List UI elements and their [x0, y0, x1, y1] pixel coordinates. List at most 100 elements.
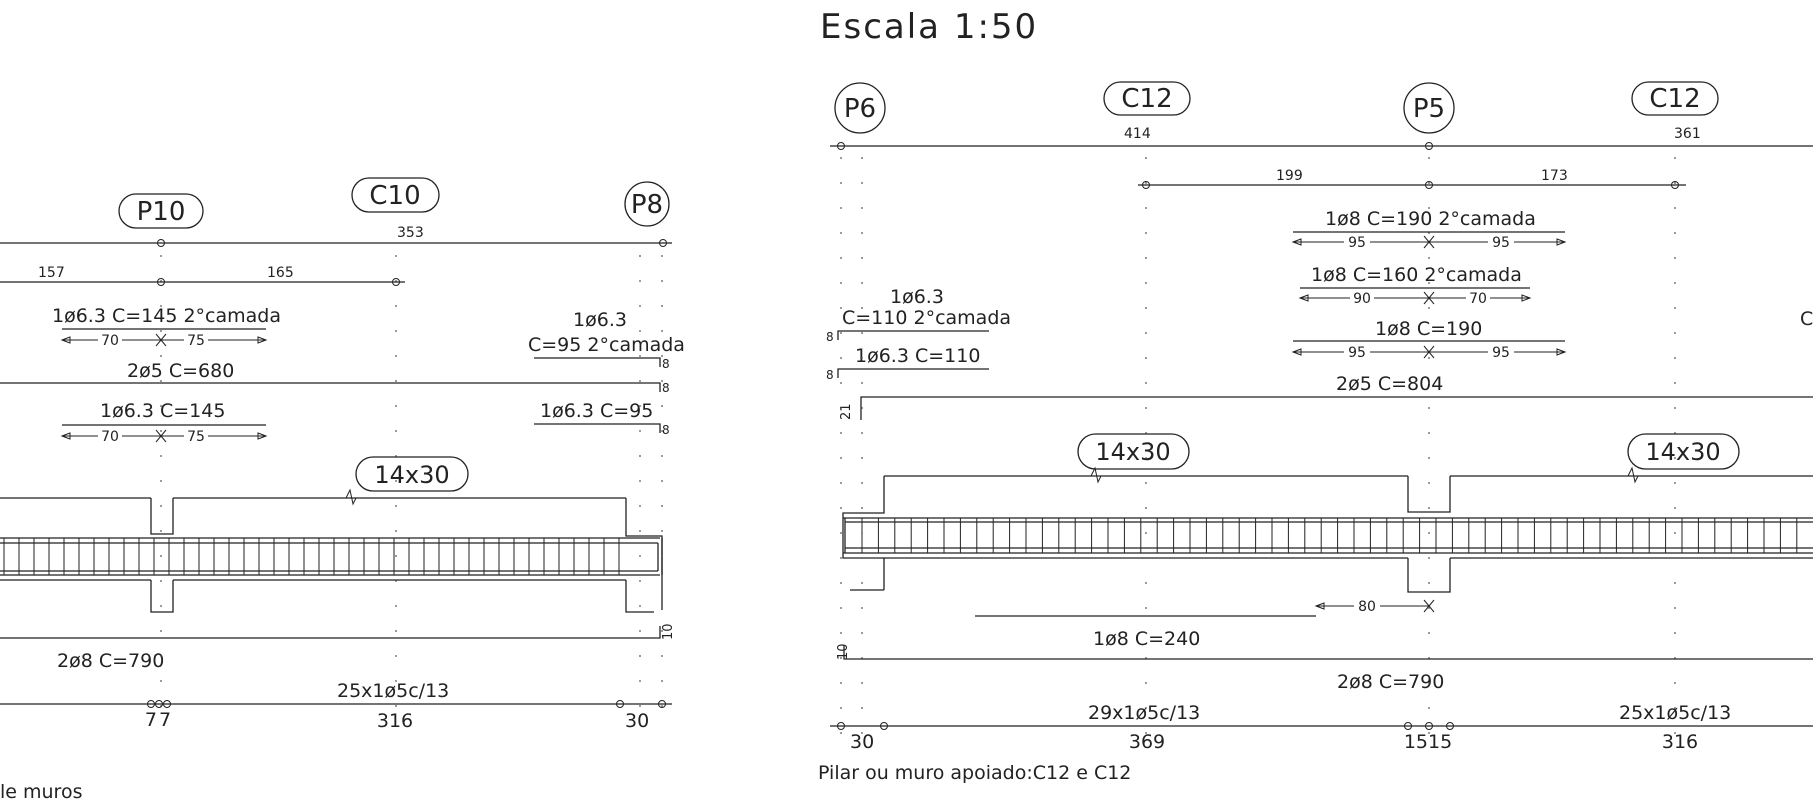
centerline-dot: [160, 655, 162, 657]
centerline-dot: [639, 255, 641, 257]
centerline-dot: [1674, 657, 1676, 659]
stirrups-end-30: 30: [850, 731, 874, 753]
support-label-c12a: C12: [1121, 84, 1172, 114]
centerline-dot: [840, 457, 842, 459]
centerline-dot: [1674, 232, 1676, 234]
centerline-dot: [1428, 157, 1430, 159]
centerline-dot: [395, 355, 397, 357]
centerline-dot: [840, 582, 842, 584]
centerline-dot: [1428, 507, 1430, 509]
centerline-dot: [1674, 482, 1676, 484]
centerline-dot: [1145, 232, 1147, 234]
centerline-dot: [160, 630, 162, 632]
centerline-dot: [1428, 632, 1430, 634]
centerline-dot: [840, 357, 842, 359]
centerline-dot: [840, 182, 842, 184]
support-callout-p5: [1403, 82, 1455, 134]
centerline-dot: [639, 680, 641, 682]
centerline-dot: [1674, 207, 1676, 209]
centerline-dot: [1674, 257, 1676, 259]
centerline-dot: [160, 305, 162, 307]
centerline-dot: [1145, 632, 1147, 634]
centerline-dot: [395, 380, 397, 382]
centerline-dot: [1674, 632, 1676, 634]
centerline-dot: [661, 630, 663, 632]
bar-label-rb8: 2ø8 C=790: [1337, 671, 1444, 693]
centerline-dot: [861, 257, 863, 259]
centerline-dot: [160, 580, 162, 582]
bar-label-rb5: 1ø6.3 C=110: [855, 345, 980, 367]
centerline-dot: [160, 455, 162, 457]
dim-165: 165: [267, 265, 294, 281]
hook-8-rb3: 8: [826, 330, 834, 344]
centerline-dot: [861, 432, 863, 434]
centerline-dot: [840, 407, 842, 409]
bar-b1-dims: [60, 333, 268, 347]
bar-label-rb3-bottom: C=110 2°camada: [842, 307, 1011, 329]
bar-label-rb3-top: 1ø6.3: [890, 286, 944, 308]
centerline-dot: [661, 330, 663, 332]
centerline-dot: [639, 430, 641, 432]
stirrups-span-a: 369: [1129, 731, 1165, 753]
section-label-b: 14x30: [1645, 438, 1720, 466]
centerline-dot: [160, 405, 162, 407]
centerline-dot: [1428, 382, 1430, 384]
centerline-dot: [1428, 657, 1430, 659]
bar-label-rb1: 1ø8 C=190 2°camada: [1325, 208, 1536, 230]
centerline-dot: [1145, 607, 1147, 609]
centerline-dot: [639, 455, 641, 457]
stirrups-end-15b: 15: [1428, 731, 1452, 753]
centerline-marks: [160, 157, 1676, 734]
centerline-dot: [861, 357, 863, 359]
stirrups-label-b: 25x1ø5c/13: [1619, 702, 1731, 724]
centerline-dot: [1428, 207, 1430, 209]
centerline-dot: [639, 380, 641, 382]
left-beam-detail: P10 C10 P8 353 157 165 1ø6.3 C=145 2°cam…: [0, 177, 685, 803]
centerline-dot: [1145, 732, 1147, 734]
centerline-dot: [661, 305, 663, 307]
centerline-dot: [661, 355, 663, 357]
bar-rb2-dims: [1298, 291, 1532, 305]
centerline-dot: [395, 305, 397, 307]
centerline-dot: [1428, 357, 1430, 359]
centerline-dot: [1145, 332, 1147, 334]
centerline-dot: [160, 555, 162, 557]
centerline-dot: [1674, 707, 1676, 709]
section-label-a: 14x30: [1095, 438, 1170, 466]
section-callout-b: [1627, 433, 1740, 470]
centerline-dot: [840, 682, 842, 684]
centerline-dot: [840, 432, 842, 434]
centerline-dot: [639, 280, 641, 282]
centerline-dot: [661, 380, 663, 382]
bar-rb7-dim: 80: [1358, 599, 1376, 615]
support-note: Pilar ou muro apoiado:C12 e C12: [818, 762, 1131, 784]
centerline-dot: [840, 607, 842, 609]
centerline-dot: [1145, 582, 1147, 584]
centerline-dot: [395, 530, 397, 532]
centerline-dot: [1145, 457, 1147, 459]
centerline-dot: [1674, 282, 1676, 284]
centerline-dot: [1145, 482, 1147, 484]
centerline-dot: [639, 705, 641, 707]
centerline-dot: [661, 430, 663, 432]
centerline-dot: [395, 680, 397, 682]
centerline-dot: [1428, 607, 1430, 609]
hook-10-right: 10: [836, 643, 851, 660]
bar-line-b6: [0, 626, 661, 639]
bar-line-rb6: [860, 396, 1813, 420]
centerline-dot: [1674, 307, 1676, 309]
bar-b1-right-dim: 75: [187, 333, 205, 349]
centerline-dot: [1674, 507, 1676, 509]
centerline-dot: [160, 380, 162, 382]
centerline-dot: [395, 655, 397, 657]
right-beam-detail: Escala 1:50 P6 C12 P5 C12 414 361 199 17…: [818, 7, 1813, 784]
bar-b1-left-dim: 70: [101, 333, 119, 349]
bar-line-rb8: [843, 645, 1813, 660]
centerline-dot: [160, 605, 162, 607]
dim-353: 353: [397, 225, 424, 241]
centerline-dot: [1145, 282, 1147, 284]
centerline-dot: [861, 157, 863, 159]
centerline-dot: [861, 482, 863, 484]
support-node-p10: [157, 239, 165, 247]
bar-rb1-dims: [1291, 235, 1567, 249]
